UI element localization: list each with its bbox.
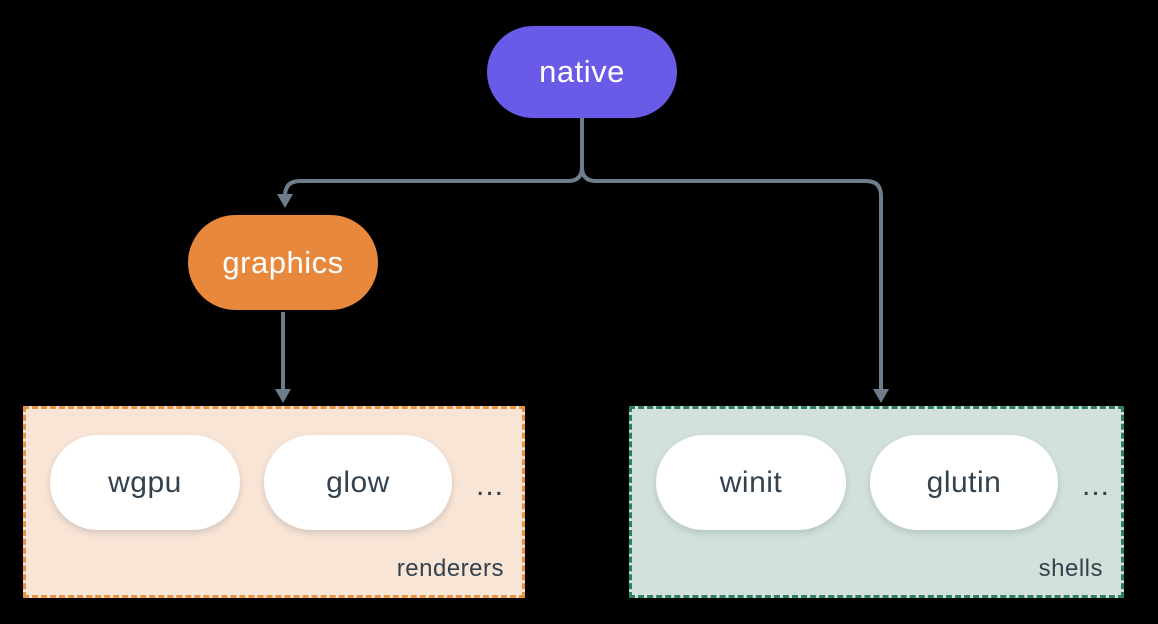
renderers-ellipsis: ... [476,469,504,503]
node-wgpu: wgpu [50,435,240,530]
node-glow-label: glow [326,466,390,500]
node-winit: winit [656,435,846,530]
arrowhead-renderers [275,389,291,403]
arrowhead-shells [873,389,889,403]
node-glutin: glutin [870,435,1058,530]
group-renderers: wgpu glow ... renderers [23,406,525,598]
node-graphics-label: graphics [222,245,343,281]
group-shells: winit glutin ... shells [629,406,1124,598]
shells-ellipsis: ... [1082,469,1110,503]
node-glutin-label: glutin [927,466,1002,500]
edge-native-graphics [285,112,582,196]
group-renderers-label: renderers [397,555,504,583]
edge-native-shells [582,112,881,390]
node-winit-label: winit [720,466,783,500]
node-graphics: graphics [188,215,378,310]
node-native: native [487,26,677,118]
node-native-label: native [539,54,625,90]
node-wgpu-label: wgpu [108,466,182,500]
arrowhead-graphics [277,194,293,208]
node-glow: glow [264,435,452,530]
group-shells-label: shells [1039,555,1103,583]
